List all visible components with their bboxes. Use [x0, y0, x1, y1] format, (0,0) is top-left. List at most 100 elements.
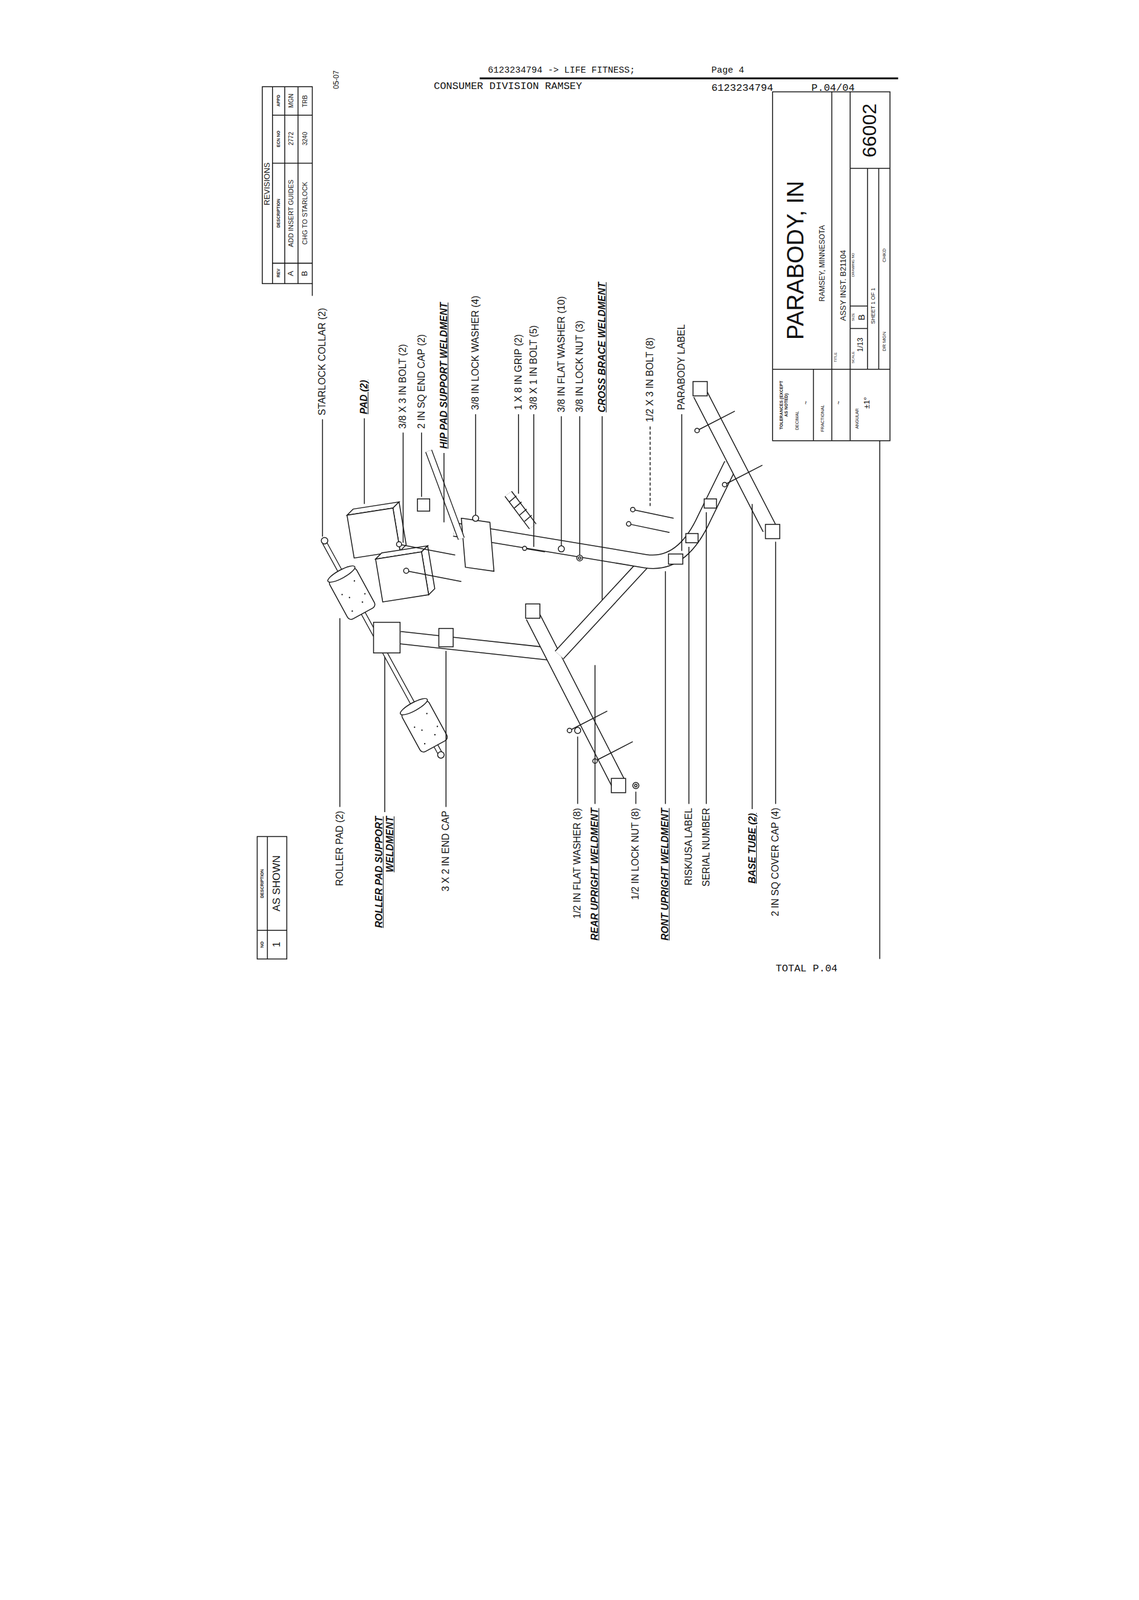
revisions-table: [262, 86, 313, 284]
hardware: [557, 545, 565, 552]
tolerance-note: FRACTIONAL: [820, 404, 826, 432]
cover-cap: [525, 604, 541, 619]
fax-header: 6123234794 -> LIFE FITNESS;: [487, 65, 635, 76]
revisions-table: [272, 162, 313, 165]
item-table: [267, 836, 269, 960]
table-cell: AS SHOWN: [270, 856, 283, 913]
table-cell: 3240: [301, 132, 309, 146]
leader-lines: [775, 542, 777, 805]
table-heading: DESCRIPTION: [259, 869, 265, 899]
title-block-field: SIZE: [851, 313, 856, 322]
roller-pad: [351, 610, 354, 612]
item-table: [257, 836, 288, 960]
hip-pad: [347, 508, 401, 559]
hardware: [694, 428, 700, 433]
hardware: [722, 482, 727, 487]
grip: [509, 496, 517, 503]
roller-pad: [425, 713, 428, 715]
roller-pad: [398, 696, 449, 754]
hip-rod: [428, 451, 462, 540]
hip-pad: [375, 551, 429, 603]
part-callout: 3/8 X 3 IN BOLT (2): [397, 344, 409, 429]
table-cell: 1: [271, 942, 283, 949]
leader-lines: [421, 432, 423, 497]
hip-pad-plate: [461, 518, 494, 572]
title-block-value: ASSY INST. B21104: [839, 250, 849, 322]
grip: [508, 493, 533, 527]
hardware: [396, 411, 763, 789]
grip: [514, 502, 522, 509]
grip: [508, 493, 533, 527]
hip-pad: [347, 502, 407, 559]
cover-cap: [693, 381, 708, 397]
table-heading: ECN NO: [276, 130, 282, 147]
leader-lines: [579, 416, 581, 555]
title-block: [772, 92, 890, 442]
part-callout: ROLLER PAD SUPPORT WELDMENT: [373, 816, 397, 929]
hip-pad: [375, 545, 436, 603]
table-heading: REV: [276, 268, 282, 278]
rear-upright-tube: [399, 637, 560, 656]
part-callout: 2 IN SQ END CAP (2): [416, 333, 428, 429]
title-block: [866, 168, 869, 370]
table-heading: APPD: [276, 95, 282, 107]
sheet-frame: [312, 283, 314, 296]
tolerance-value: ~: [802, 401, 811, 406]
end-cap: [438, 628, 454, 648]
title-block: [831, 92, 833, 442]
title-block-field: DRAWING NO: [851, 253, 856, 277]
hardware: [403, 568, 409, 574]
fax-header: Page 4: [711, 65, 744, 76]
hardware: [567, 728, 572, 733]
roller-pad: [348, 596, 351, 599]
grip: [508, 493, 533, 527]
table-cell: MGN: [287, 93, 296, 108]
roller-pad: [433, 734, 436, 737]
title-block: [772, 92, 890, 442]
leader-lines: [445, 651, 447, 808]
base-tube-right: [700, 393, 771, 529]
roller-pad: [325, 563, 357, 586]
leader-lines: [601, 416, 603, 600]
company-name: PARABODY, IN: [782, 180, 810, 340]
revisions-table: [262, 86, 313, 284]
roller-pad: [436, 725, 439, 728]
table-cell: B: [300, 270, 310, 277]
table-heading: DESCRIPTION: [276, 198, 282, 228]
revisions-table: [284, 86, 286, 284]
title-block: [850, 328, 868, 330]
leader-lines: [443, 453, 445, 523]
roller-pad: [338, 578, 371, 613]
starlock-collar: [437, 751, 445, 759]
item-table: [257, 836, 288, 960]
rear-upright-tube: [399, 637, 560, 656]
title-block: [850, 167, 890, 170]
roller-pad: [361, 601, 364, 604]
rear-upright-tube: [399, 637, 560, 656]
hardware: [703, 499, 717, 509]
roller-pad: [423, 742, 426, 745]
hardware: [522, 546, 528, 551]
leader-lines: [474, 414, 477, 516]
assembly-drawing: [257, 78, 899, 960]
part-callout: CROSS BRACE WELDMENT: [596, 281, 608, 412]
leader-lines: [751, 504, 754, 810]
part-callout: 3 X 2 IN END CAP: [440, 811, 452, 892]
roller-pad: [364, 593, 366, 595]
hardware: [634, 784, 637, 788]
hardware: [408, 571, 462, 582]
hip-rod: [428, 451, 462, 540]
leader-lines: [561, 416, 563, 546]
part-callout: PARABODY LABEL: [676, 324, 688, 411]
part-callout: 1/2 IN LOCK NUT (8): [630, 808, 641, 901]
roller-pad: [353, 580, 356, 583]
fax-header: 6123234794: [711, 82, 774, 95]
hip-rod: [428, 451, 462, 540]
table-cell: A: [286, 270, 296, 277]
title-block-field: CHKD: [881, 248, 887, 263]
roller-pad: [341, 593, 343, 596]
title-block: [772, 368, 890, 371]
hardware: [526, 548, 545, 552]
revisions-table: [272, 86, 274, 284]
